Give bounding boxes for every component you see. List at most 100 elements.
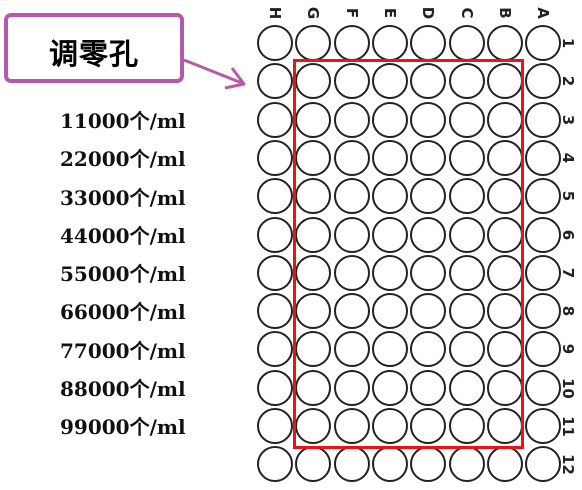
column-label: D — [419, 6, 438, 20]
well-H3 — [257, 101, 293, 138]
well-F8 — [333, 293, 370, 330]
well-H10 — [257, 369, 293, 406]
well-G7 — [295, 254, 332, 291]
well-C1 — [448, 25, 485, 61]
concentration-list: 11000个/ml 22000个/ml 33000个/ml 44000个/ml 5500… — [60, 108, 186, 453]
row-label: 8 — [559, 305, 577, 317]
zeroing-well-callout: 调零孔 — [4, 13, 184, 83]
row-label: 2 — [559, 76, 577, 87]
well-H7 — [257, 254, 293, 291]
column-label: H — [266, 6, 284, 20]
well-G9 — [295, 331, 332, 368]
well-F11 — [333, 408, 370, 444]
well-D6 — [410, 216, 447, 253]
well-B12 — [486, 446, 523, 483]
concentration-item: 55000个/ml — [60, 262, 186, 287]
well-C11 — [448, 408, 485, 444]
well-E12 — [371, 446, 408, 483]
well-C6 — [448, 216, 485, 253]
well-H4 — [257, 139, 293, 176]
well-C4 — [448, 139, 485, 176]
well-G12 — [295, 446, 332, 483]
well-F1 — [333, 25, 370, 61]
well-F2 — [333, 63, 370, 100]
well-A2 — [525, 63, 562, 100]
well-D2 — [410, 63, 447, 100]
well-E9 — [371, 331, 408, 368]
well-C7 — [448, 254, 485, 291]
well-C9 — [448, 331, 485, 368]
well-C12 — [448, 446, 485, 483]
well-A12 — [525, 446, 562, 483]
well-A3 — [525, 101, 562, 138]
row-label: 12 — [559, 454, 577, 476]
well-E2 — [371, 63, 408, 100]
well-C8 — [448, 293, 485, 330]
well-D12 — [410, 446, 447, 483]
column-label: C — [457, 7, 476, 19]
well-A8 — [525, 293, 562, 330]
well-E8 — [371, 293, 408, 330]
well-E6 — [371, 216, 408, 253]
well-D10 — [410, 369, 447, 406]
well-C10 — [448, 369, 485, 406]
well-A9 — [525, 331, 562, 368]
well-F7 — [333, 254, 370, 291]
well-B1 — [486, 25, 523, 61]
well-B10 — [486, 369, 523, 406]
well-D5 — [410, 178, 447, 215]
concentration-item: 33000个/ml — [60, 185, 186, 210]
well-G11 — [295, 408, 332, 444]
concentration-item: 22000个/ml — [60, 147, 186, 172]
well-E10 — [371, 369, 408, 406]
well-D7 — [410, 254, 447, 291]
well-F9 — [333, 331, 370, 368]
well-G3 — [295, 101, 332, 138]
well-A11 — [525, 408, 562, 444]
well-F12 — [333, 446, 370, 483]
well-F3 — [333, 101, 370, 138]
well-G4 — [295, 139, 332, 176]
well-A7 — [525, 254, 562, 291]
well-C3 — [448, 101, 485, 138]
sample-wells-selection — [293, 59, 524, 449]
well-G8 — [295, 293, 332, 330]
concentration-item: 77000个/ml — [60, 338, 186, 363]
well-A1 — [525, 25, 562, 61]
well-A4 — [525, 139, 562, 176]
well-A10 — [525, 369, 562, 406]
well-H9 — [257, 331, 293, 368]
well-B11 — [486, 408, 523, 444]
callout-label: 调零孔 — [48, 37, 139, 71]
well-D3 — [410, 101, 447, 138]
well-E1 — [371, 25, 408, 61]
well-B2 — [486, 63, 523, 100]
well-E4 — [371, 139, 408, 176]
well-H2 — [257, 63, 293, 100]
well-H1 — [257, 25, 293, 61]
well-A5 — [525, 178, 562, 215]
column-label: E — [380, 7, 399, 19]
well-C5 — [448, 178, 485, 215]
well-H11 — [257, 408, 293, 444]
well-B9 — [486, 331, 523, 368]
concentration-item: 11000个/ml — [60, 109, 186, 133]
well-E11 — [371, 408, 408, 444]
column-label: G — [304, 6, 323, 20]
well-D11 — [410, 408, 447, 444]
well-D9 — [410, 331, 447, 368]
well-E3 — [371, 101, 408, 138]
well-D8 — [410, 293, 447, 330]
well-F5 — [333, 178, 370, 215]
column-label: A — [534, 7, 553, 19]
concentration-item: 66000个/ml — [60, 300, 186, 325]
row-label: 5 — [559, 190, 577, 202]
concentration-item: 88000个/ml — [60, 377, 186, 402]
well-A6 — [525, 216, 562, 253]
well-G6 — [295, 216, 332, 253]
well-H5 — [257, 178, 293, 215]
column-label: F — [342, 7, 361, 19]
well-H8 — [257, 293, 293, 330]
concentration-item: 44000个/ml — [60, 223, 186, 248]
